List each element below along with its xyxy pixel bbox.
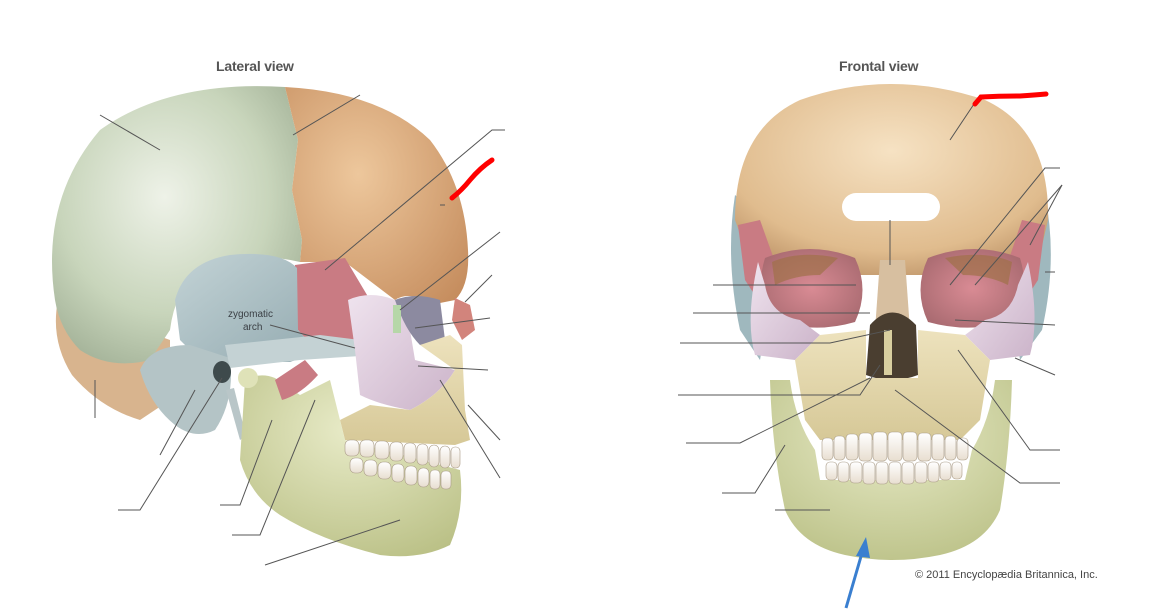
frontal-leader-lines bbox=[678, 94, 1063, 511]
frontal-skull bbox=[731, 84, 1051, 560]
zygomatic-arch-label-2: arch bbox=[243, 322, 262, 333]
lateral-leader-lines bbox=[94, 94, 505, 566]
copyright-credit: © 2011 Encyclopædia Britannica, Inc. bbox=[915, 569, 1098, 581]
mastoid-process bbox=[140, 345, 231, 434]
lacrimal-bone bbox=[393, 305, 401, 333]
frontal-view-title: Frontal view bbox=[839, 58, 919, 74]
teeth-lateral bbox=[344, 439, 461, 490]
coronoid-notch bbox=[275, 360, 318, 400]
maxilla-lateral bbox=[340, 335, 470, 445]
teeth-frontal bbox=[821, 431, 969, 485]
nasal-bone-frontal bbox=[875, 260, 910, 330]
nasal-bone-lateral bbox=[452, 298, 475, 340]
styloid-process bbox=[226, 388, 246, 440]
frontal-bone-frontal bbox=[735, 84, 1049, 275]
external-acoustic-meatus bbox=[213, 361, 231, 383]
mandibular-condyle bbox=[238, 368, 258, 388]
red-annotation-mark-lateral bbox=[449, 157, 495, 201]
zygomatic-arch bbox=[225, 335, 360, 368]
zygomatic-bone-frontal-left bbox=[750, 262, 820, 360]
temporal-bone bbox=[175, 253, 318, 362]
parietal-bone bbox=[52, 86, 302, 364]
zygomatic-bone-frontal-right bbox=[965, 262, 1035, 360]
zygomatic-arch-label: zygomatic bbox=[228, 309, 273, 320]
zygomatic-bone-lateral bbox=[348, 295, 455, 410]
orbit-lateral bbox=[395, 296, 445, 345]
frontal-bone-lateral bbox=[285, 87, 469, 305]
glare-highlight bbox=[842, 193, 940, 221]
sphenoid-bone-lateral bbox=[290, 258, 370, 352]
red-annotation-mark-frontal bbox=[972, 91, 1049, 107]
blue-arrow-icon bbox=[844, 537, 870, 609]
maxilla-frontal bbox=[795, 330, 990, 440]
lateral-view-title: Lateral view bbox=[216, 58, 294, 74]
lateral-skull: zygomatic arch bbox=[52, 86, 475, 557]
mandible-frontal bbox=[770, 380, 1012, 560]
